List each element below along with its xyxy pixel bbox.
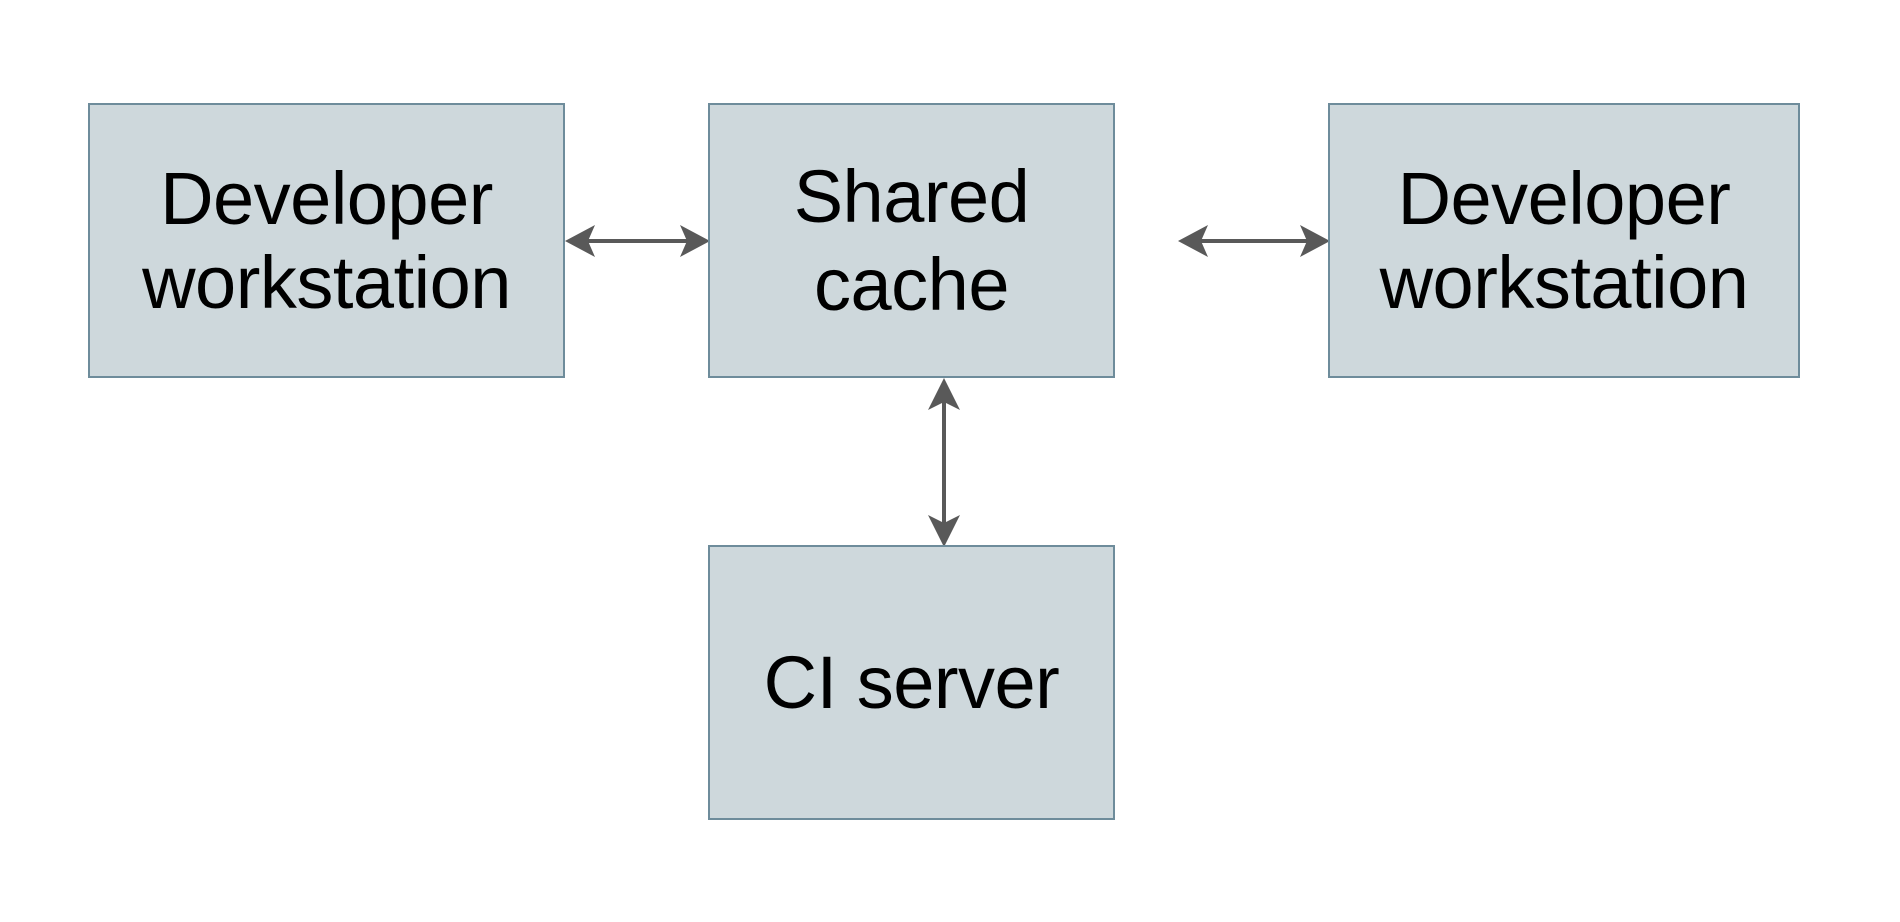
node-ci-server[interactable]: CI server — [708, 545, 1115, 820]
node-label: CI server — [763, 640, 1060, 724]
edge-shared-cache-to-ci-server[interactable] — [918, 378, 970, 547]
node-label: Developer workstation — [142, 156, 511, 324]
edge-shared-cache-to-dev-right[interactable] — [1178, 215, 1330, 267]
node-label: Shared cache — [793, 154, 1030, 326]
double-arrow-icon — [928, 378, 960, 547]
double-arrow-icon — [565, 225, 710, 257]
node-developer-workstation-left[interactable]: Developer workstation — [88, 103, 565, 378]
edge-dev-left-to-shared-cache[interactable] — [565, 215, 710, 267]
node-shared-cache[interactable]: Shared cache — [708, 103, 1115, 378]
double-arrow-icon — [1178, 225, 1330, 257]
node-label: Developer workstation — [1379, 156, 1749, 324]
node-developer-workstation-right[interactable]: Developer workstation — [1328, 103, 1800, 378]
